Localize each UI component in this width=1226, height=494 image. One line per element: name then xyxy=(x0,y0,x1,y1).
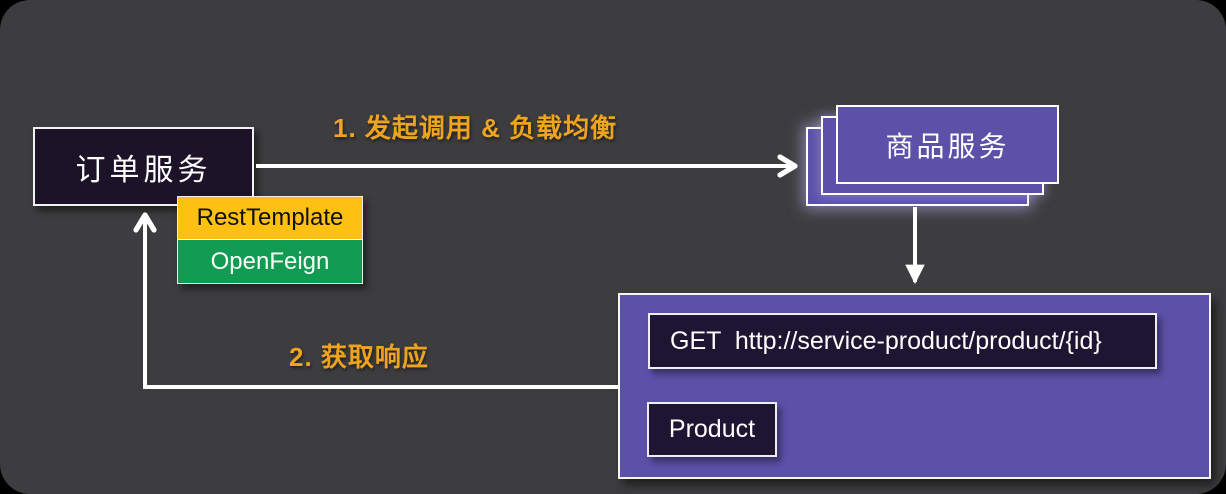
order-service-label: 订单服务 xyxy=(75,153,212,187)
client-libraries-group: RestTemplate OpenFeign xyxy=(177,196,363,284)
response-edge-label: 2. 获取响应 xyxy=(289,342,429,372)
order-service-node: 订单服务 xyxy=(33,127,254,206)
open-feign-node: OpenFeign xyxy=(178,240,362,283)
rest-template-label: RestTemplate xyxy=(196,204,344,231)
call-edge-label: 1. 发起调用 & 负载均衡 xyxy=(333,113,618,143)
response-model-label: Product xyxy=(668,415,756,443)
open-feign-label: OpenFeign xyxy=(210,247,330,275)
request-endpoint-label: GET http://service-product/product/{id} xyxy=(670,326,1102,355)
request-endpoint-node: GET http://service-product/product/{id} xyxy=(648,313,1157,369)
response-model-node: Product xyxy=(647,402,777,457)
product-service-node: 商品服务 xyxy=(836,105,1059,184)
product-service-label: 商品服务 xyxy=(885,130,1010,162)
rest-template-node: RestTemplate xyxy=(178,197,362,240)
